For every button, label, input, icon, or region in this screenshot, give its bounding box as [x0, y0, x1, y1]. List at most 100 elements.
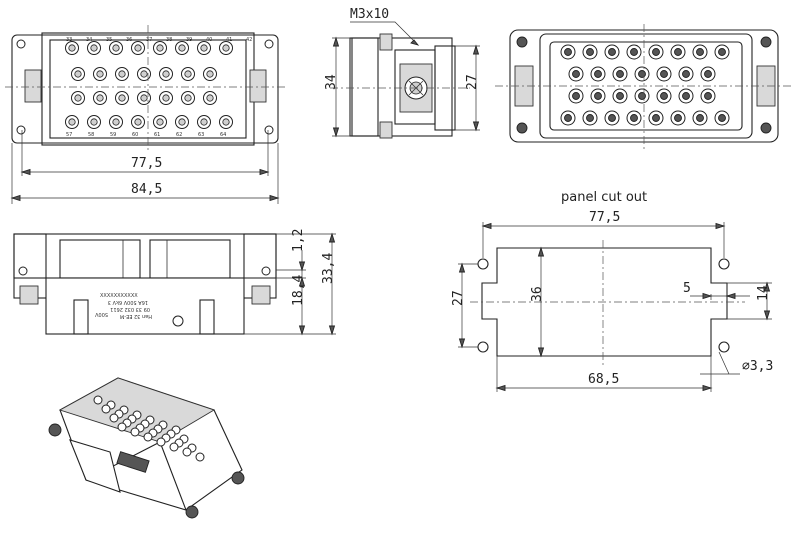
label-rating: 16A 500V 6kV 3: [108, 299, 148, 305]
crimp-contact-inner: [630, 48, 638, 56]
dim-hole-diameter: ∅3,3: [742, 359, 773, 374]
pin-contact-inner: [162, 70, 170, 78]
side-view-screw-head-top: [379, 33, 393, 51]
pin-contact-inner: [118, 70, 126, 78]
pin-contact-inner: [74, 70, 82, 78]
dim-width-window: 68,5: [588, 372, 619, 387]
crimp-contact-inner: [608, 114, 616, 122]
screw-icon: [48, 423, 62, 437]
mounting-hole-icon: [16, 39, 26, 49]
pin-number-label: 40: [206, 37, 212, 43]
dim-gap: 1,2: [291, 229, 306, 252]
pin-contact-inner: [184, 70, 192, 78]
hole-icon: [718, 258, 730, 270]
arrow-icon: [20, 168, 270, 176]
screw-icon: [760, 122, 772, 134]
screw-icon: [760, 36, 772, 48]
pin-number-label: 62: [176, 132, 182, 138]
pin-contact-inner: [200, 44, 208, 52]
crimp-contact-inner: [682, 92, 690, 100]
pin-contact-inner: [178, 44, 186, 52]
panel-cutout-title: panel cut out: [561, 190, 647, 205]
pin-number-label: 41: [226, 37, 232, 43]
front-view: XXXXXXXXXXX 16A 500V 6kV 3 09 33 032 261…: [13, 229, 336, 336]
top-view-flange: [11, 34, 279, 144]
pin-contact-inner: [206, 70, 214, 78]
iso-pin-icon: [195, 452, 205, 462]
hole-icon: [718, 341, 730, 353]
iso-pin-icon: [143, 432, 153, 442]
iso-pin-icon: [169, 442, 179, 452]
pin-number-label: 64: [220, 132, 226, 138]
iso-pin-icon: [156, 437, 166, 447]
arrow-icon: [298, 261, 306, 336]
arrow-icon: [702, 292, 736, 300]
iso-pin-icon: [117, 422, 127, 432]
screw-icon: [231, 471, 245, 485]
pin-contact-inner: [178, 118, 186, 126]
crimp-contact-inner: [696, 114, 704, 122]
crimp-contact-inner: [586, 48, 594, 56]
iso-pin-icon: [182, 447, 192, 457]
panel-cutout: panel cut out 77,5 68,5 36 27 5: [451, 190, 773, 392]
rear-view-pin-grid: [560, 44, 730, 126]
crimp-contact-inner: [660, 92, 668, 100]
crimp-contact-inner: [594, 70, 602, 78]
arrow-icon: [495, 384, 713, 392]
pin-contact-inner: [90, 118, 98, 126]
crimp-contact-inner: [674, 48, 682, 56]
crimp-contact-inner: [652, 48, 660, 56]
label-voltage: 500V: [94, 311, 108, 317]
arrow-icon: [763, 281, 771, 321]
isometric-view: [48, 377, 245, 519]
dim-total: 33,4: [321, 253, 336, 284]
dim-height-window: 36: [530, 286, 545, 302]
mounting-hole-icon: [264, 125, 274, 135]
pin-contact-inner: [200, 118, 208, 126]
iso-pin-icon: [93, 395, 103, 405]
pin-contact-inner: [118, 94, 126, 102]
dim-width-holes: 77,5: [589, 210, 620, 225]
top-view-latch-left: [24, 69, 42, 103]
pin-number-label: 33: [66, 37, 72, 43]
crimp-contact-inner: [586, 114, 594, 122]
label-serial: XXXXXXXXXXX: [100, 293, 138, 299]
top-view-latch-right: [249, 69, 267, 103]
pin-contact-inner: [156, 118, 164, 126]
front-view-post: [73, 299, 89, 335]
dim-notch-height: 14: [756, 285, 771, 301]
crimp-contact-inner: [594, 92, 602, 100]
iso-pin-icon: [101, 404, 111, 414]
mounting-hole-icon: [16, 125, 26, 135]
pin-number-label: 39: [186, 37, 192, 43]
iso-pin-icon: [130, 427, 140, 437]
pin-contact-inner: [222, 118, 230, 126]
crimp-contact-inner: [616, 92, 624, 100]
arrow-icon: [328, 232, 336, 336]
arrow-icon: [410, 39, 420, 46]
label-model: Han 32 EE-M: [120, 313, 152, 319]
side-view-screw-head-bottom: [379, 121, 393, 139]
pin-contact-inner: [134, 44, 142, 52]
pin-number-label: 38: [166, 37, 172, 43]
iso-pin-grid: [93, 395, 205, 462]
arrow-icon: [472, 44, 480, 132]
screw-icon: [185, 505, 199, 519]
leader-line: [350, 21, 419, 46]
arrow-icon: [481, 222, 726, 230]
crimp-contact-inner: [572, 92, 580, 100]
pin-contact-inner: [206, 94, 214, 102]
pin-contact-inner: [140, 94, 148, 102]
dim-outer-width: 84,5: [131, 182, 162, 197]
mounting-hole-icon: [264, 39, 274, 49]
pin-contact-inner: [112, 44, 120, 52]
dim-lower: 18,4: [291, 275, 306, 306]
pin-contact-inner: [96, 70, 104, 78]
pin-contact-inner: [74, 94, 82, 102]
pin-number-label: 61: [154, 132, 160, 138]
dim-notch-depth: 5: [683, 281, 691, 296]
screw-icon: [261, 266, 271, 276]
